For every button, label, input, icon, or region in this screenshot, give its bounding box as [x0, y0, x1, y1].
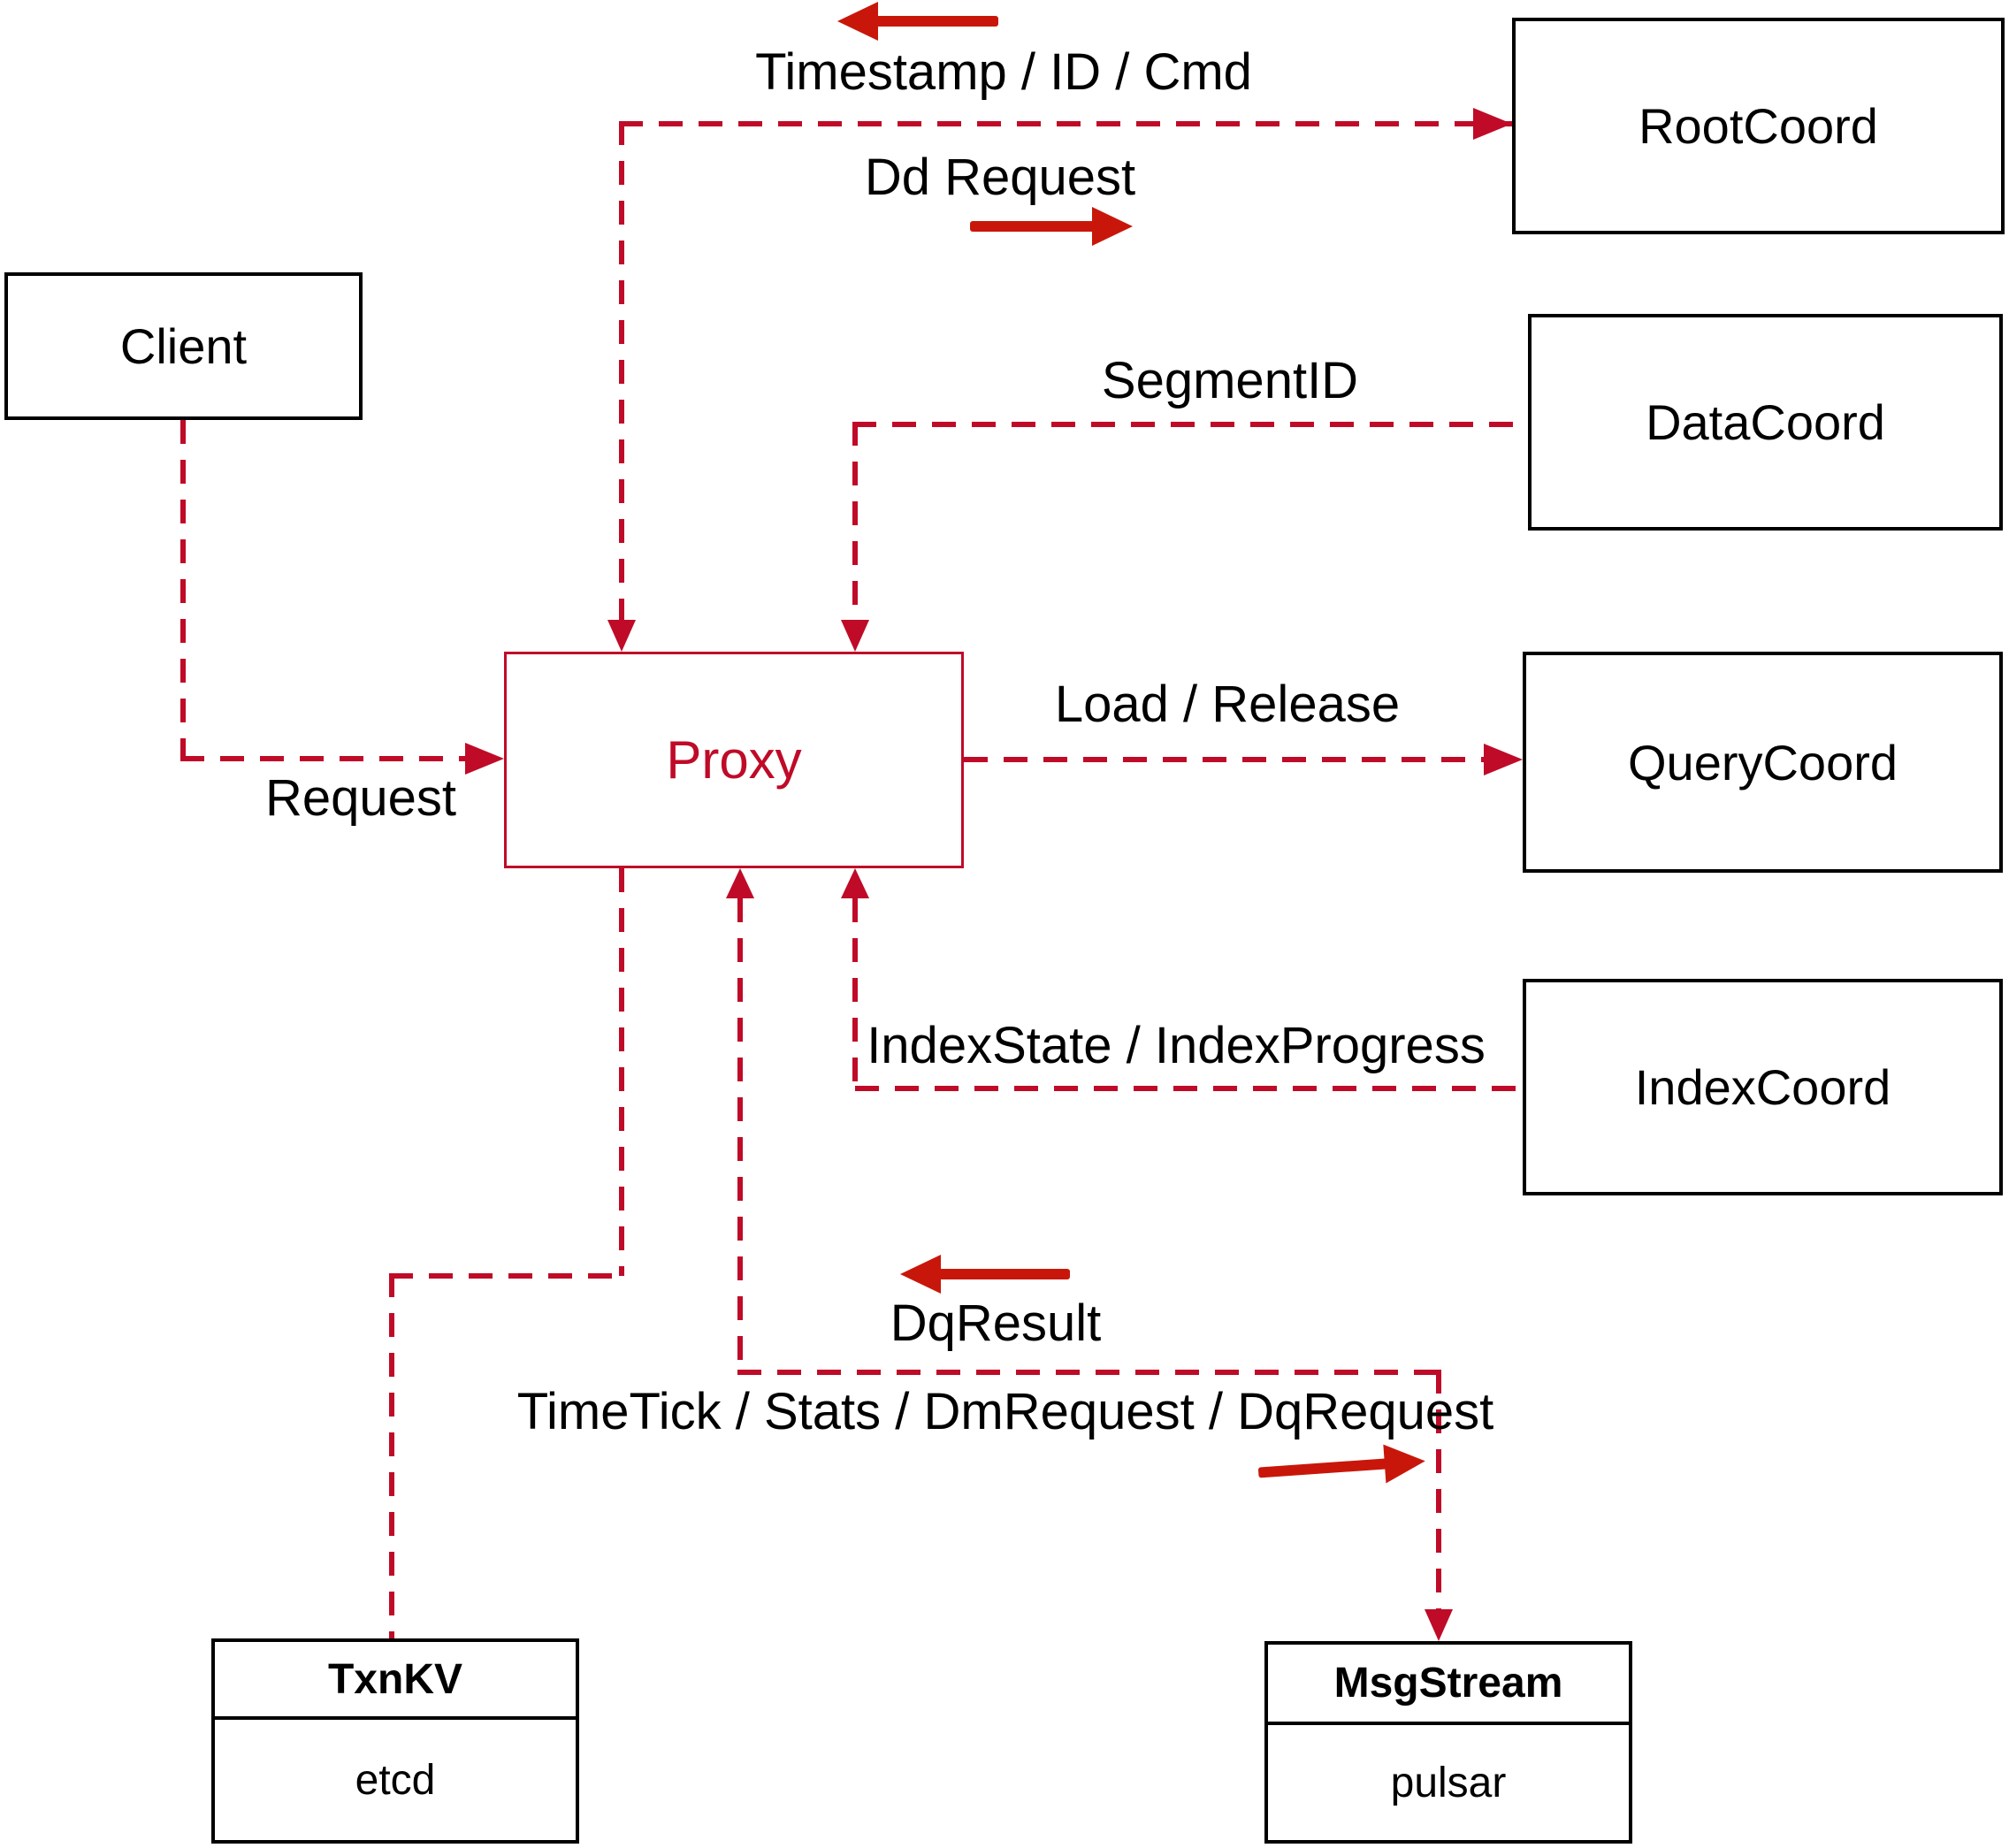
msgstream-node-impl: pulsar — [1268, 1725, 1629, 1840]
msgstream-impl-text: pulsar — [1390, 1759, 1507, 1806]
edge-datacoord-proxy-horizontal — [852, 422, 1528, 427]
proxy-node: Proxy — [504, 652, 964, 868]
label-dq-result: DqResult — [890, 1294, 1102, 1352]
arrowhead-into-msgstream-icon — [1425, 1609, 1453, 1641]
edge-proxy-rootcoord-vertical — [619, 121, 624, 623]
txnkv-title-text: TxnKV — [327, 1655, 462, 1703]
flow-arrow-right-timetick-icon — [1256, 1441, 1427, 1492]
arrowhead-into-querycoord-icon — [1484, 744, 1523, 775]
msgstream-title-text: MsgStream — [1333, 1660, 1563, 1707]
arrowhead-into-proxy-top-right-icon — [841, 620, 869, 652]
querycoord-node-label: QueryCoord — [1627, 734, 1898, 790]
edge-proxy-querycoord-horizontal — [964, 757, 1486, 762]
txnkv-node-title: TxnKV — [215, 1642, 576, 1720]
querycoord-node: QueryCoord — [1523, 652, 2003, 873]
proxy-node-label: Proxy — [666, 730, 802, 790]
txnkv-node-impl: etcd — [215, 1720, 576, 1840]
edge-proxy-msgstream-vertical-upper — [737, 898, 743, 1372]
label-timestamp-id-cmd: Timestamp / ID / Cmd — [755, 43, 1252, 101]
indexcoord-node-label: IndexCoord — [1634, 1059, 1891, 1115]
label-time-tick: TimeTick / Stats / DmRequest / DqRequest — [516, 1383, 1494, 1440]
flow-arrow-right-top-icon — [968, 207, 1133, 246]
label-load-release: Load / Release — [1054, 676, 1401, 733]
arrowhead-into-proxy-left-icon — [465, 743, 504, 775]
indexcoord-node: IndexCoord — [1523, 979, 2003, 1195]
client-node-label: Client — [119, 318, 248, 374]
client-node: Client — [4, 272, 363, 420]
flow-arrow-left-top-icon — [837, 2, 1000, 41]
arrowhead-into-proxy-bottom-left-icon — [726, 868, 754, 898]
arrowhead-into-rootcoord-icon — [1473, 108, 1512, 140]
edge-datacoord-proxy-vertical — [852, 422, 858, 623]
datacoord-node: DataCoord — [1528, 314, 2003, 531]
msgstream-node: MsgStream pulsar — [1264, 1641, 1632, 1844]
edge-proxy-txnkv-vertical-upper — [619, 868, 624, 1276]
txnkv-impl-text: etcd — [355, 1756, 436, 1804]
arrowhead-into-proxy-top-left-icon — [607, 620, 636, 652]
edge-proxy-msgstream-vertical-lower — [1436, 1370, 1441, 1611]
edge-proxy-msgstream-horizontal — [737, 1370, 1441, 1375]
edge-indexcoord-proxy-vertical — [852, 898, 858, 1088]
txnkv-node: TxnKV etcd — [211, 1638, 579, 1844]
msgstream-node-title: MsgStream — [1268, 1645, 1629, 1725]
edge-proxy-txnkv-horizontal — [389, 1273, 624, 1279]
datacoord-node-label: DataCoord — [1646, 394, 1885, 450]
edge-client-proxy-vertical — [180, 420, 186, 759]
rootcoord-node: RootCoord — [1512, 18, 2005, 234]
edge-proxy-rootcoord-horizontal — [619, 121, 1512, 126]
label-index-state: IndexState / IndexProgress — [867, 1017, 1486, 1074]
edge-client-proxy-horizontal — [180, 756, 467, 761]
flow-arrow-left-dqresult-icon — [900, 1255, 1072, 1294]
label-segment-id: SegmentID — [1101, 352, 1359, 409]
arrowhead-into-proxy-bottom-right-icon — [841, 868, 869, 898]
label-dd-request: Dd Request — [864, 149, 1136, 206]
rootcoord-node-label: RootCoord — [1639, 98, 1878, 154]
edge-indexcoord-proxy-horizontal — [855, 1086, 1523, 1091]
edge-proxy-txnkv-vertical-lower — [389, 1273, 394, 1638]
label-request: Request — [264, 769, 457, 827]
